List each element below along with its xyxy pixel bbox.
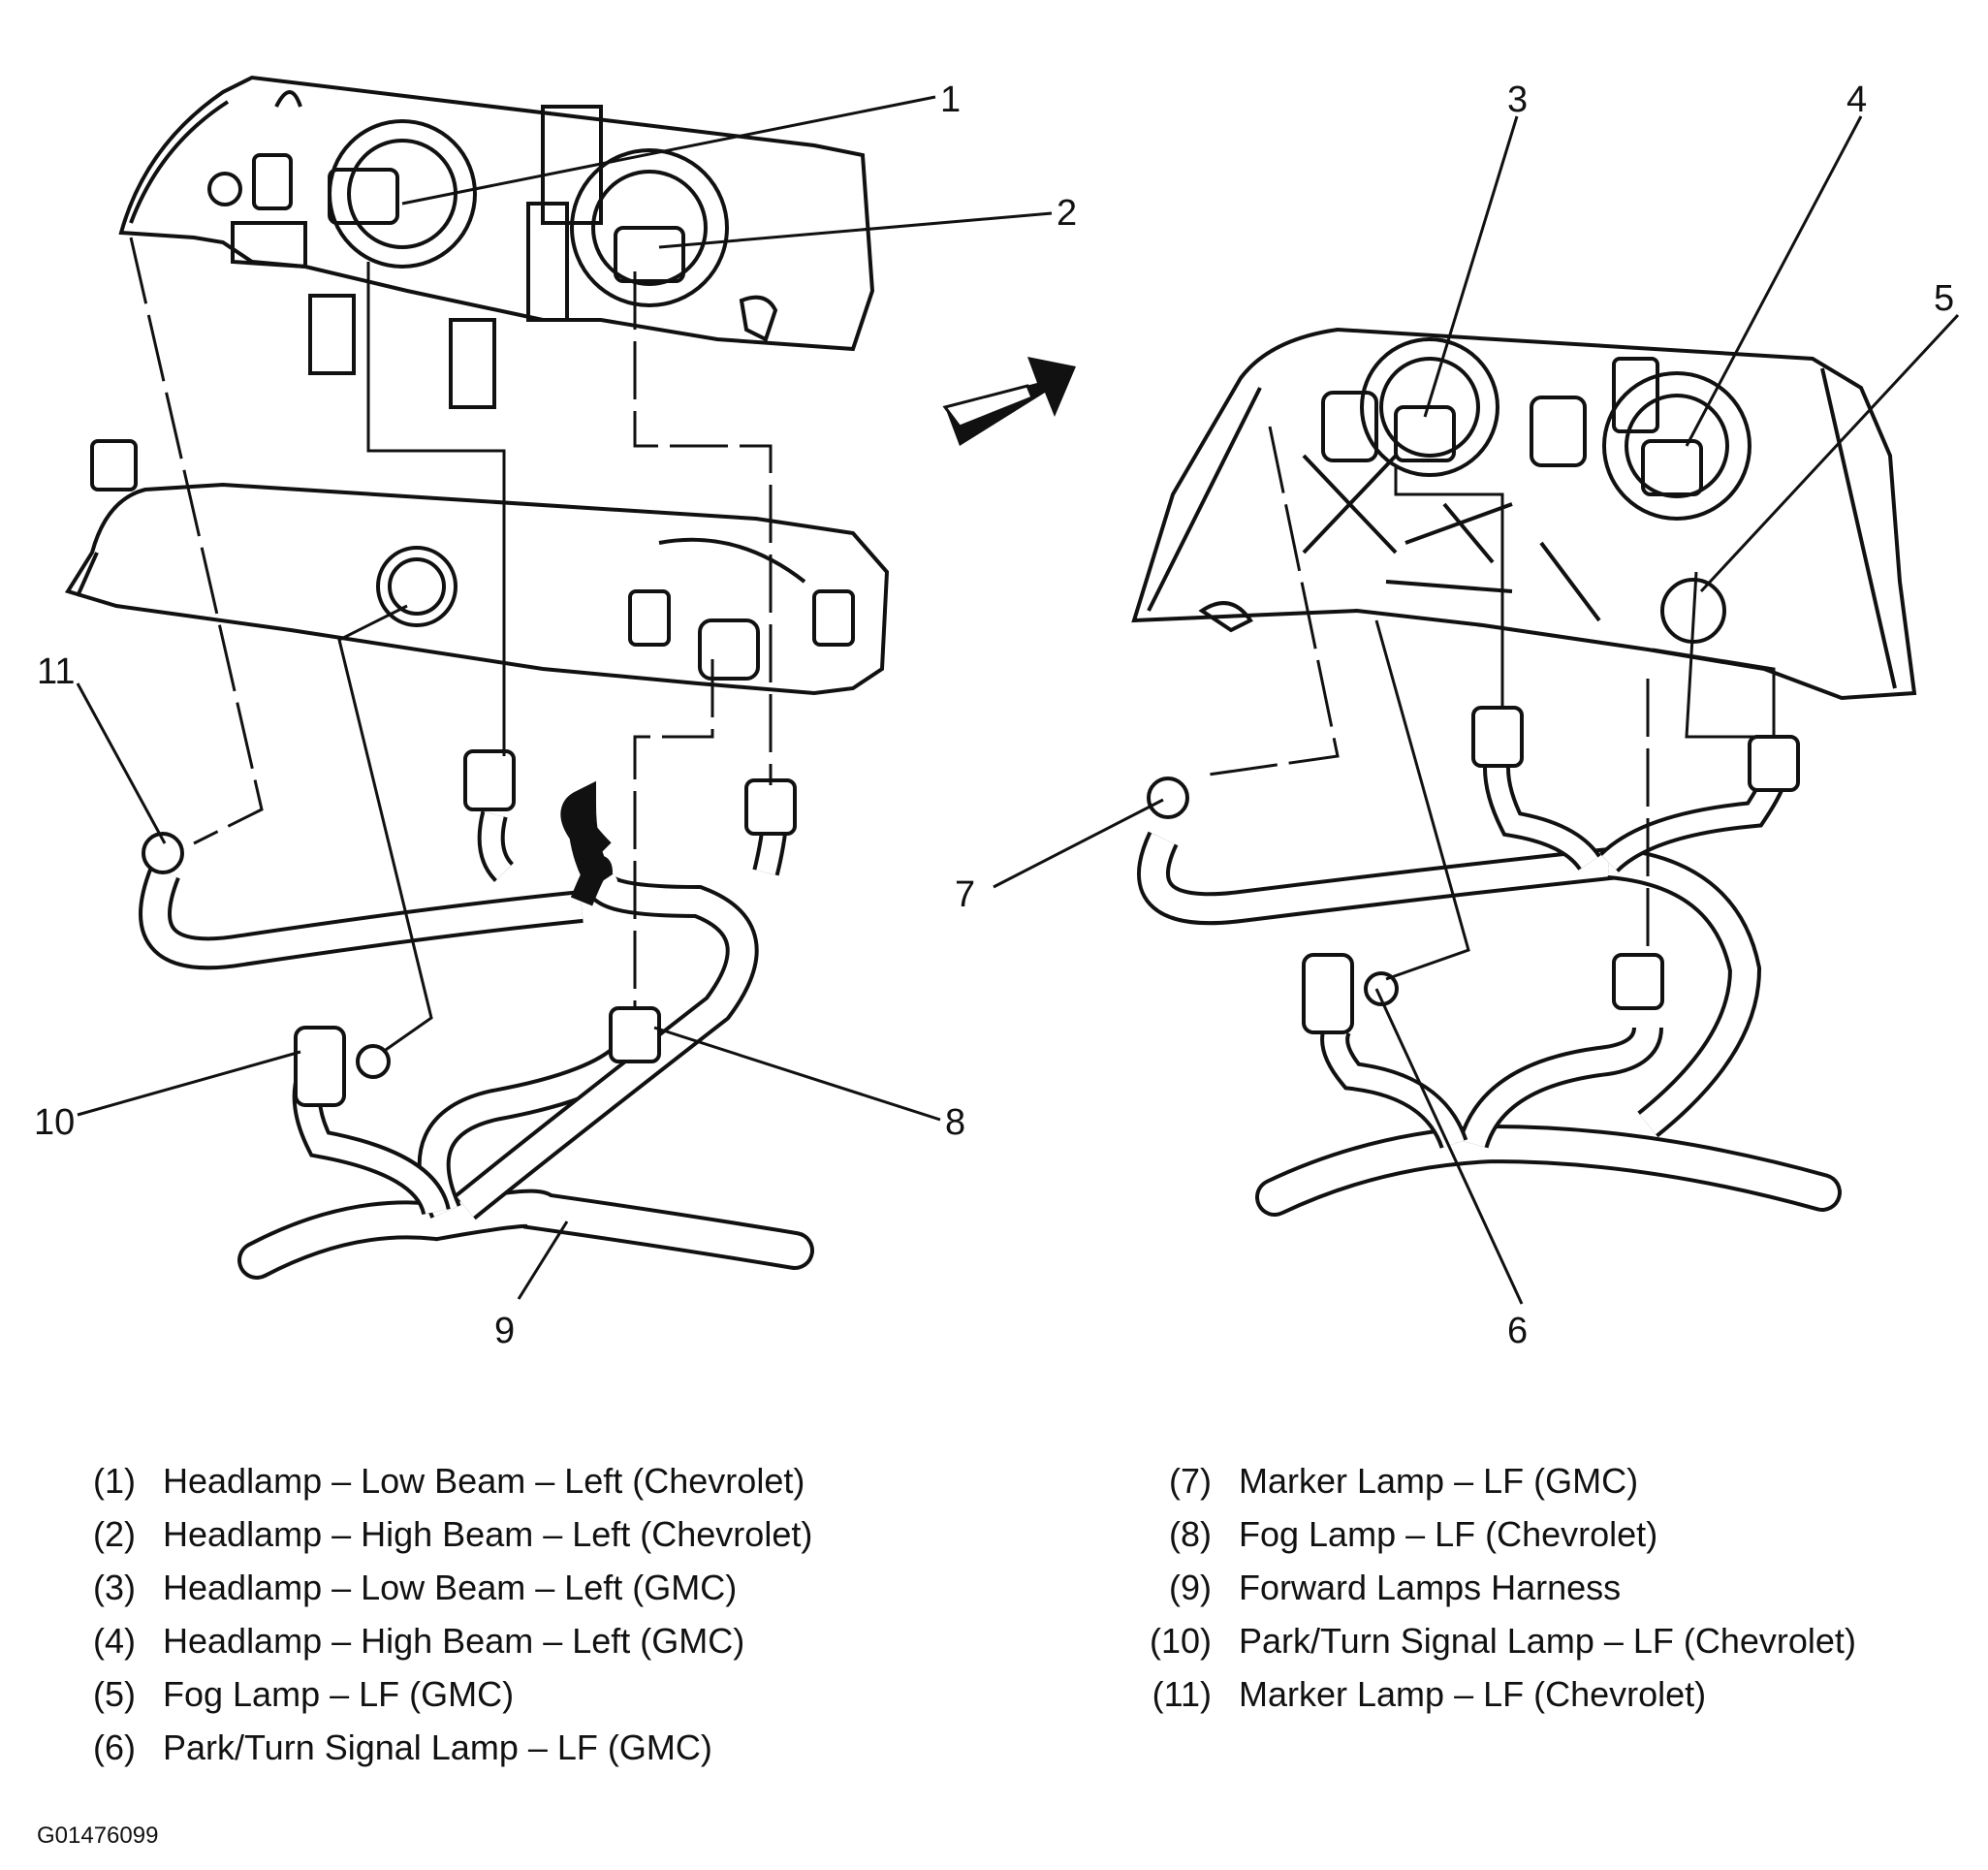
legend-item: (10) Park/Turn Signal Lamp – LF (Chevrol… (1105, 1614, 1856, 1667)
callout-1: 1 (940, 79, 961, 120)
legend-text: Fog Lamp – LF (GMC) (163, 1674, 515, 1714)
callout-10: 10 (34, 1102, 75, 1143)
view-arrow (942, 357, 1076, 446)
callout-leaders (76, 95, 1960, 1305)
chevrolet-connectors (142, 749, 797, 1107)
legend-number: (6) (93, 1727, 136, 1767)
callout-3: 3 (1507, 79, 1528, 120)
legend-number: (8) (1169, 1514, 1212, 1554)
chevrolet-headlamp-housing (118, 75, 875, 409)
figure-id: G01476099 (37, 1822, 159, 1849)
legend-item: (2) Headlamp – High Beam – Left (Chevrol… (48, 1507, 812, 1561)
gmc-lamp-housing (1131, 327, 1917, 701)
chevrolet-park-fog-lamp-housing (64, 439, 890, 696)
legend-item: (1) Headlamp – Low Beam – Left (Chevrole… (48, 1454, 812, 1507)
legend-item: (3) Headlamp – Low Beam – Left (GMC) (48, 1561, 812, 1614)
legend-text: Headlamp – High Beam – Left (GMC) (163, 1621, 745, 1661)
legend-number: (9) (1169, 1568, 1212, 1607)
gmc-forward-lamps-harness (1137, 753, 1842, 1217)
callout-6: 6 (1507, 1311, 1528, 1351)
legend-text: Marker Lamp – LF (Chevrolet) (1239, 1674, 1707, 1714)
legend-number: (11) (1152, 1674, 1212, 1714)
callout-2: 2 (1057, 193, 1077, 234)
gmc-leader-lines (1201, 426, 1776, 981)
legend-text: Marker Lamp – LF (GMC) (1239, 1461, 1639, 1501)
legend-item: (6) Park/Turn Signal Lamp – LF (GMC) (48, 1721, 812, 1774)
legend-right: (7) Marker Lamp – LF (GMC) (8) Fog Lamp … (1105, 1454, 1856, 1721)
callout-9: 9 (494, 1311, 515, 1351)
legend-item: (8) Fog Lamp – LF (Chevrolet) (1105, 1507, 1856, 1561)
callout-8: 8 (945, 1102, 965, 1143)
legend-item: (11) Marker Lamp – LF (Chevrolet) (1105, 1667, 1856, 1721)
chevrolet-leader-lines (129, 237, 773, 1054)
legend-number: (7) (1169, 1461, 1212, 1501)
legend-text: Fog Lamp – LF (Chevrolet) (1239, 1514, 1658, 1554)
legend-number: (5) (93, 1674, 136, 1714)
legend-number: (3) (93, 1568, 136, 1607)
callout-5: 5 (1934, 278, 1954, 319)
legend-number: (4) (93, 1621, 136, 1661)
chevrolet-forward-lamps-harness (139, 780, 814, 1280)
legend-number: (1) (93, 1461, 136, 1501)
callout-11: 11 (37, 651, 75, 692)
legend-number: (2) (93, 1514, 136, 1554)
legend-item: (7) Marker Lamp – LF (GMC) (1105, 1454, 1856, 1507)
legend-item: (4) Headlamp – High Beam – Left (GMC) (48, 1614, 812, 1667)
legend-text: Forward Lamps Harness (1239, 1568, 1622, 1607)
legend-left: (1) Headlamp – Low Beam – Left (Chevrole… (48, 1454, 812, 1774)
callout-7: 7 (955, 874, 975, 915)
legend-text: Park/Turn Signal Lamp – LF (Chevrolet) (1239, 1621, 1856, 1661)
legend-text: Headlamp – Low Beam – Left (Chevrolet) (163, 1461, 805, 1501)
legend-text: Headlamp – High Beam – Left (Chevrolet) (163, 1514, 813, 1554)
legend-item: (9) Forward Lamps Harness (1105, 1561, 1856, 1614)
legend-text: Headlamp – Low Beam – Left (GMC) (163, 1568, 738, 1607)
callout-4: 4 (1846, 79, 1867, 120)
gmc-connectors (1147, 706, 1800, 1034)
legend-number: (10) (1149, 1621, 1212, 1661)
legend-text: Park/Turn Signal Lamp – LF (GMC) (163, 1727, 712, 1767)
legend-item: (5) Fog Lamp – LF (GMC) (48, 1667, 812, 1721)
